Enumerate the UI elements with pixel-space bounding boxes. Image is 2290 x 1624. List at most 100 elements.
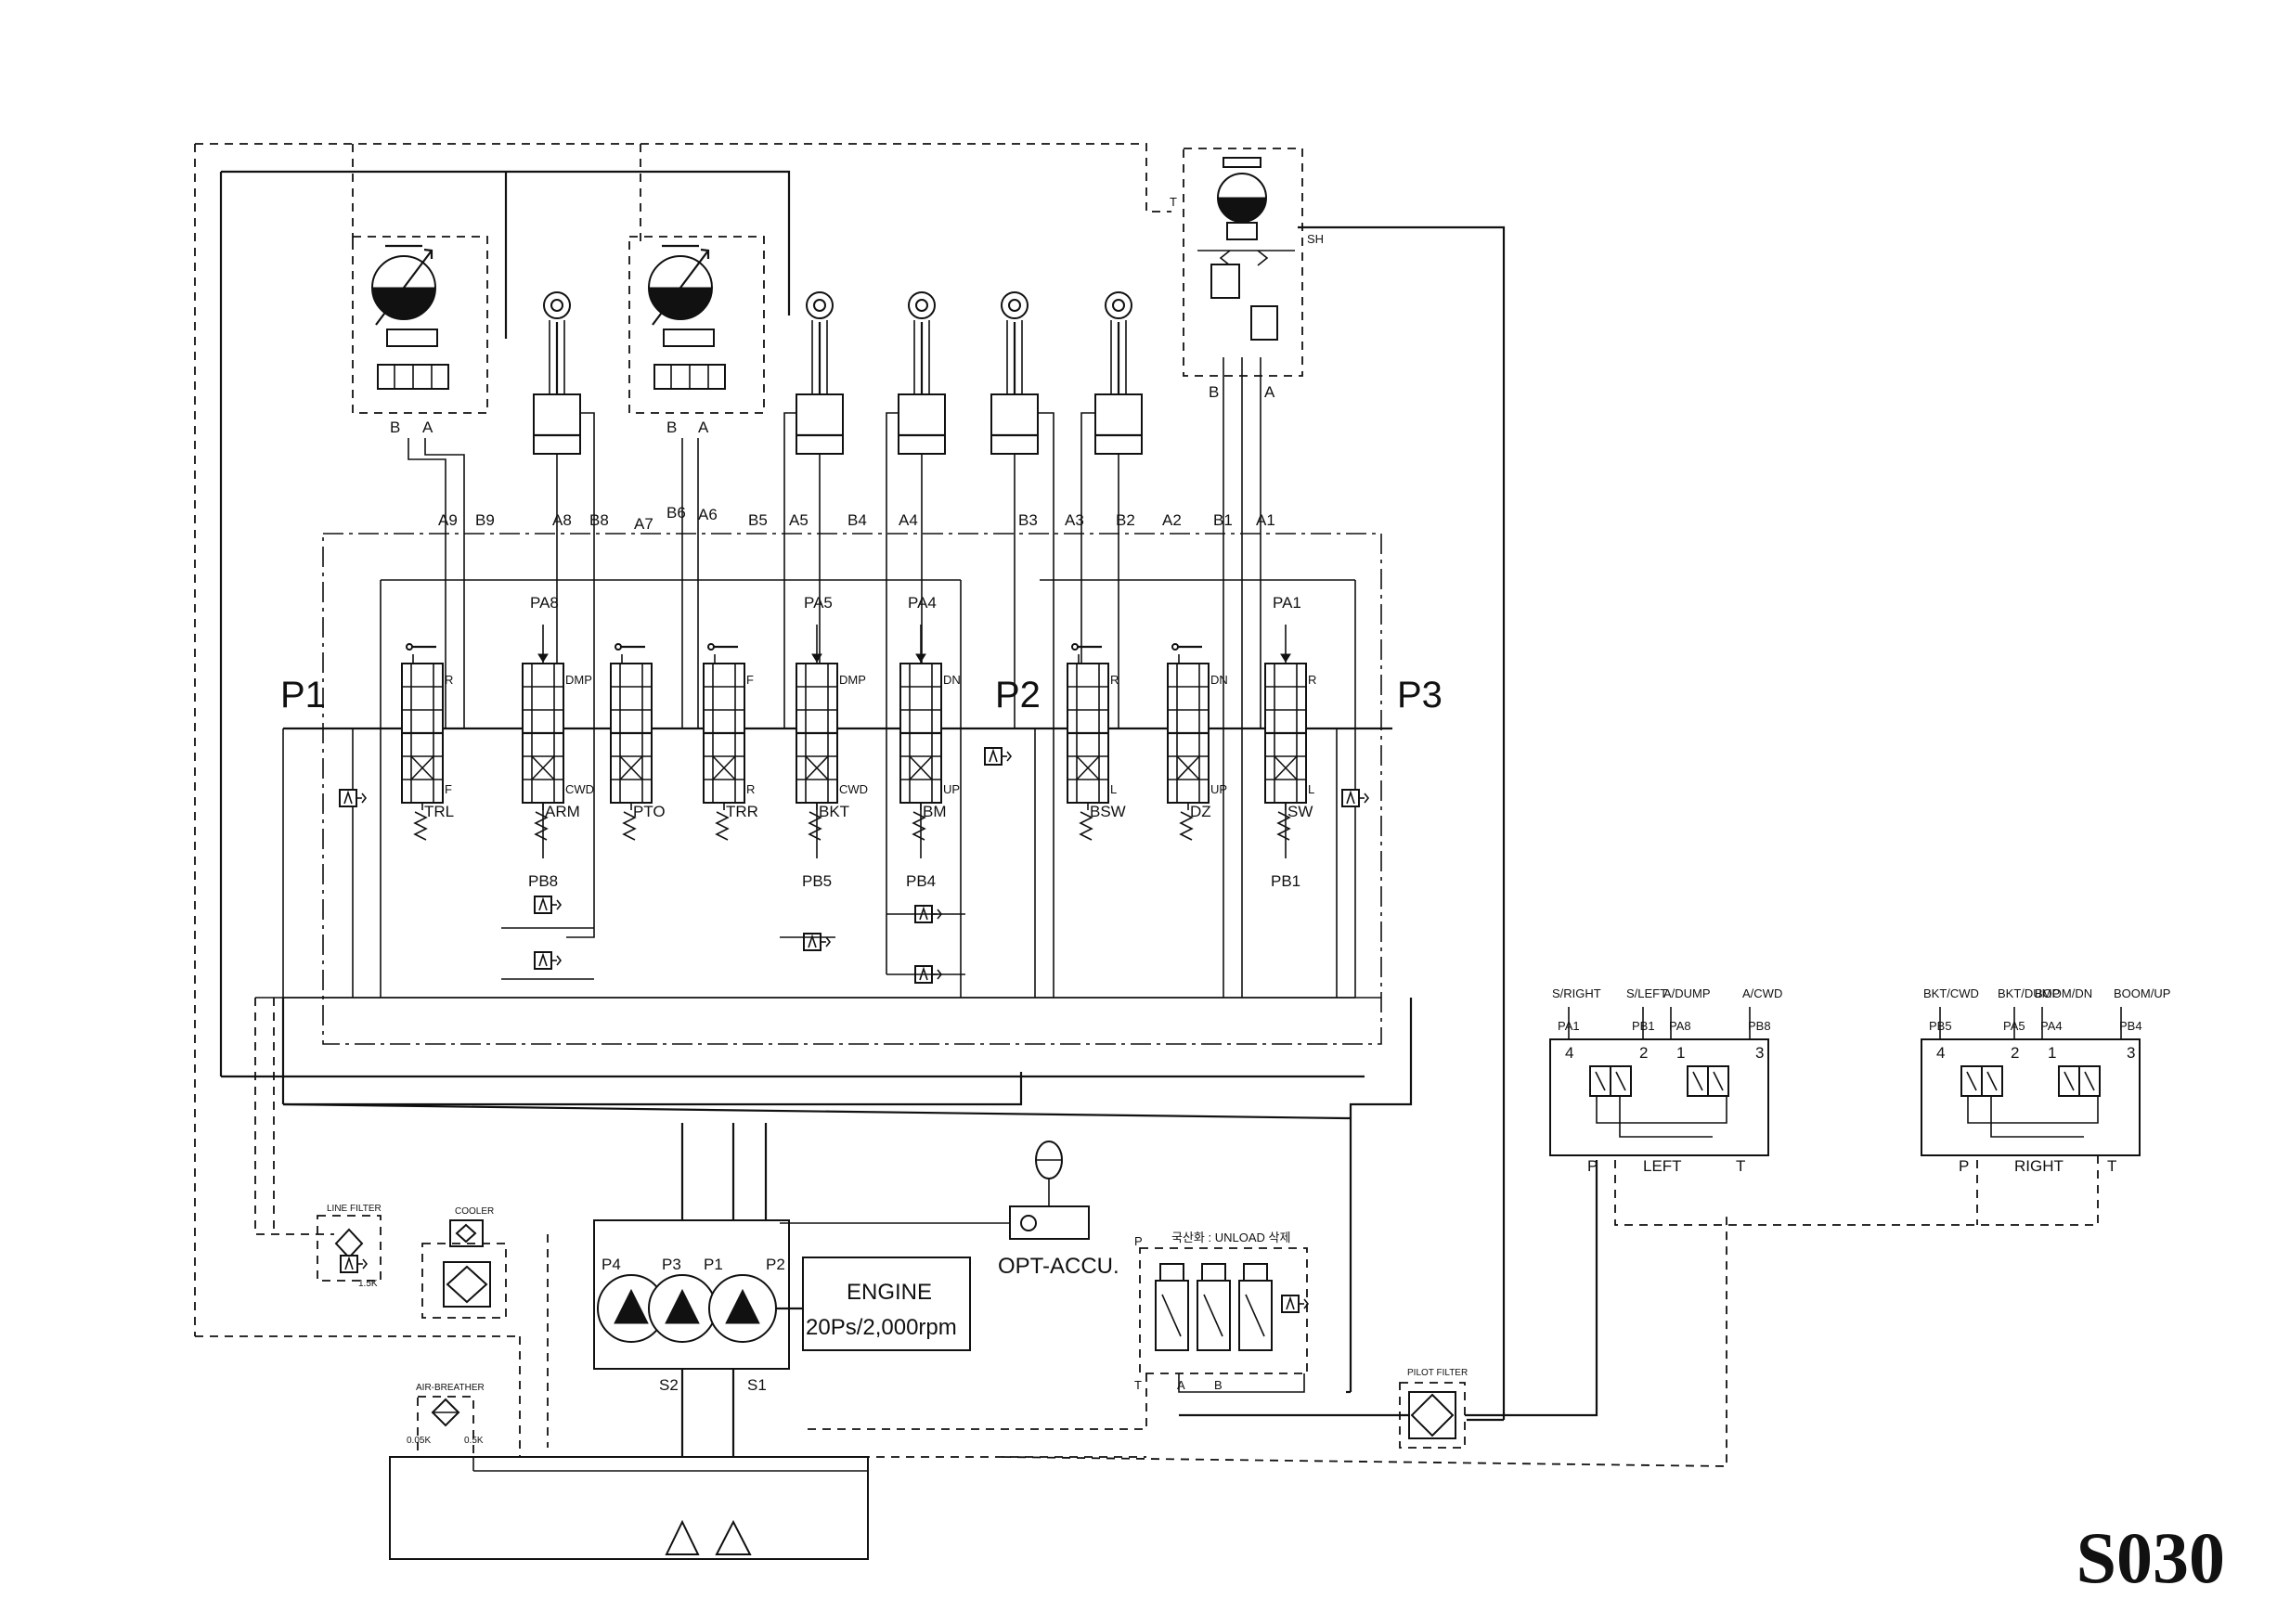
- manual-lever-icon: [1070, 642, 1104, 665]
- spool-pilot-top: PA8: [530, 594, 559, 612]
- spool-name: TRL: [424, 803, 454, 820]
- pump-label-p3: P3: [662, 1256, 681, 1273]
- joystick-name: LEFT: [1643, 1157, 1682, 1175]
- joystick-function-label: BOOM/DN: [2035, 986, 2092, 1000]
- spool-name: PTO: [633, 803, 666, 820]
- check-valves: [501, 896, 965, 984]
- motor-right-port-b: B: [666, 419, 677, 436]
- manual-lever-icon: [614, 642, 647, 665]
- joystick-function-label: A/CWD: [1742, 986, 1782, 1000]
- spool-name: BM: [923, 803, 947, 820]
- spool-section: [899, 625, 943, 842]
- motor-right-port-a: A: [698, 419, 709, 436]
- joystick-function-label: BOOM/UP: [2114, 986, 2170, 1000]
- spool-pilot-bottom: PB5: [802, 872, 832, 890]
- joystick-position-label: 4: [1936, 1044, 1945, 1062]
- unload-port-p: P: [1134, 1234, 1143, 1248]
- pump-label-p4: P4: [602, 1256, 621, 1273]
- spool-pilot-bottom: PB1: [1271, 872, 1300, 890]
- manual-lever-icon: [1171, 642, 1204, 665]
- swing-port-a: A: [1264, 383, 1275, 401]
- spool-name: BSW: [1090, 803, 1126, 820]
- unload-solenoid-block: [1139, 1247, 1309, 1393]
- joystick-position-label: 2: [2011, 1044, 2019, 1062]
- drawing-code: S030: [2076, 1517, 2225, 1598]
- cooler-label: COOLER: [455, 1206, 494, 1217]
- joystick-function-label: BKT/CWD: [1923, 986, 1979, 1000]
- spool-upper-label: DN: [943, 673, 961, 687]
- boom-swing-cylinder: [1093, 290, 1144, 456]
- motor-left-port-b: B: [390, 419, 400, 436]
- section-label-p2: P2: [995, 675, 1041, 715]
- port-label: A3: [1065, 511, 1084, 529]
- swing-port-sh: SH: [1307, 232, 1324, 246]
- joystick-position-label: 1: [1676, 1044, 1685, 1062]
- spool-pilot-top: PA4: [908, 594, 937, 612]
- unload-port-t: T: [1134, 1378, 1142, 1392]
- port-label: A9: [438, 511, 458, 529]
- line-filter-rating: 1.5K: [358, 1279, 378, 1289]
- suction-label-s1: S1: [747, 1376, 767, 1394]
- spool-name: DZ: [1190, 803, 1211, 820]
- spool-upper-label: DMP: [839, 673, 866, 687]
- relief-valve-p1: [339, 789, 367, 807]
- spool-upper-label: F: [746, 673, 754, 687]
- spool-lower-label: CWD: [565, 782, 594, 796]
- pilot-drain-lines: [194, 143, 2099, 1467]
- port-label: B4: [847, 511, 867, 529]
- spool-lower-label: L: [1110, 782, 1117, 796]
- main-control-valve-block: [322, 533, 1382, 1045]
- section-label-p1: P1: [280, 675, 326, 715]
- suction-label-s2: S2: [659, 1376, 679, 1394]
- port-label: A4: [899, 511, 918, 529]
- spool-upper-label: R: [1308, 673, 1316, 687]
- port-label: B6: [666, 504, 686, 522]
- manual-lever-icon: [706, 642, 740, 665]
- spool-sections: RFTRLPA8DMPCWDARMPB8PTOFRTRRPA5DMPCWDBKT…: [400, 594, 1316, 890]
- joystick-pilot-label: PA8: [1669, 1019, 1691, 1033]
- joystick-left: [1549, 1007, 1769, 1156]
- spool-pilot-bottom: PB8: [528, 872, 558, 890]
- pump-label-p2: P2: [766, 1256, 785, 1273]
- pilot-filter: [1179, 1160, 1598, 1449]
- spool-name: TRR: [726, 803, 758, 820]
- unload-port-a: A: [1177, 1378, 1185, 1392]
- joystick-function-label: S/LEFT: [1626, 986, 1667, 1000]
- optional-accumulator: [780, 1141, 1090, 1240]
- spool-upper-label: R: [445, 673, 453, 687]
- engine-box: [802, 1257, 971, 1351]
- swing-port-b: B: [1209, 383, 1219, 401]
- joystick-position-label: 4: [1565, 1044, 1573, 1062]
- manual-lever-icon: [405, 642, 438, 665]
- unload-port-b: B: [1214, 1378, 1223, 1392]
- motor-left-port-a: A: [422, 419, 433, 436]
- joystick-port-t: T: [1736, 1157, 1745, 1175]
- unload-note: 국산화 : UNLOAD 삭제: [1171, 1231, 1290, 1244]
- line-filter-label: LINE FILTER: [327, 1204, 382, 1214]
- pump-group: [593, 1219, 803, 1370]
- spool-name: ARM: [545, 803, 580, 820]
- bucket-cylinder: [795, 290, 845, 456]
- joystick-labels: S/RIGHTPA14S/LEFTPB12A/DUMPPA81A/CWDPB83…: [1552, 986, 2170, 1175]
- swing-port-t: T: [1170, 195, 1177, 209]
- hydraulic-tank: [389, 1396, 869, 1560]
- port-label: B5: [748, 511, 768, 529]
- joystick-pilot-label: PB5: [1929, 1019, 1952, 1033]
- boom-cylinder: [897, 290, 947, 456]
- spool-name: BKT: [819, 803, 849, 820]
- port-label: A2: [1162, 511, 1182, 529]
- joystick-port-p: P: [1959, 1157, 1969, 1175]
- port-label: B2: [1116, 511, 1135, 529]
- joystick-port-p: P: [1587, 1157, 1598, 1175]
- port-label: A6: [698, 506, 718, 523]
- port-label: B3: [1018, 511, 1038, 529]
- swing-motor: [1183, 148, 1303, 998]
- spool-section: [1263, 625, 1308, 842]
- spool-upper-label: R: [1110, 673, 1119, 687]
- motor-supply-lines: [219, 170, 1506, 1422]
- section-label-p3: P3: [1397, 675, 1443, 715]
- line-filter: [317, 1215, 382, 1282]
- port-label: A1: [1256, 511, 1275, 529]
- joystick-position-label: 1: [2048, 1044, 2056, 1062]
